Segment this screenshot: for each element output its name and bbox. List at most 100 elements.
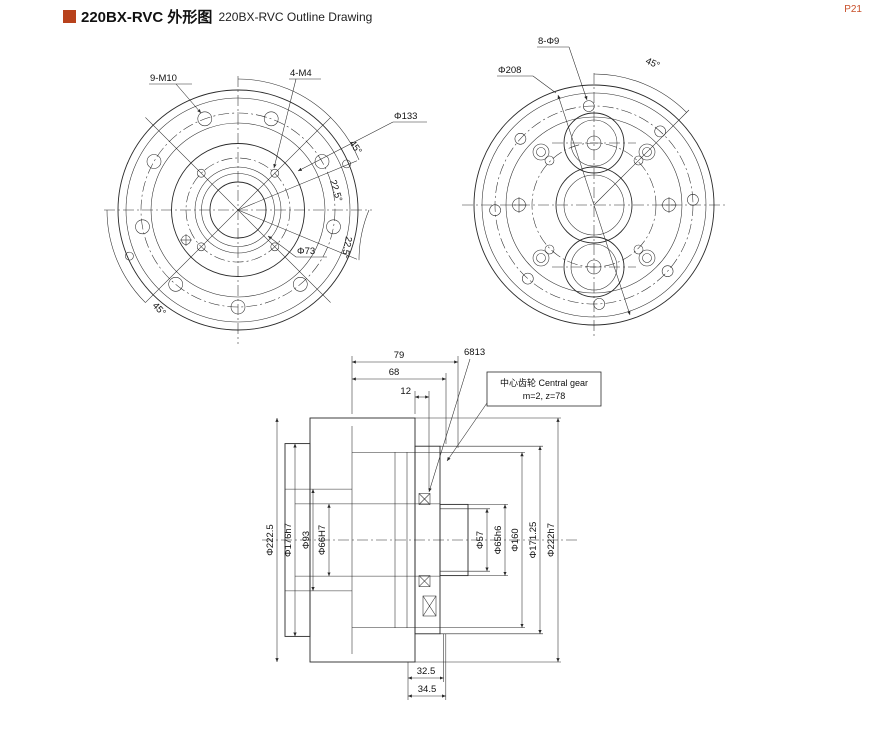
dim-d222h7-label: Φ222h7 (546, 523, 557, 557)
dim-d222-5-label: Φ222.5 (265, 524, 276, 555)
m10-bolt-hole (135, 219, 150, 235)
front-pin-hole (125, 251, 134, 261)
label-d73-leader (267, 235, 297, 258)
bearing-6813-label: 6813 (464, 347, 485, 358)
socket-screw-inner (536, 253, 546, 263)
rear-small-holes (544, 155, 644, 255)
bearing-cross-2 (418, 575, 431, 587)
title-english: 220BX-RVC Outline Drawing (218, 9, 373, 24)
m4-hole (196, 168, 206, 178)
label-8-d9: 8-Φ9 (538, 36, 559, 47)
m10-bolt-hole (168, 277, 183, 292)
small-hole (544, 155, 555, 166)
dim-d66H7-label: Φ66H7 (317, 525, 328, 555)
dim-79-label: 79 (394, 350, 405, 361)
phi9-hole (661, 265, 674, 277)
drawing-title: 220BX-RVC 外形图 220BX-RVC Outline Drawing (63, 6, 372, 27)
gear-note-line1: 中心齿轮 Central gear (500, 377, 588, 388)
rear-angle-45-label: 45° (644, 56, 662, 72)
phi9-hole (489, 204, 501, 216)
m4-hole (270, 242, 280, 252)
dim-12-label: 12 (400, 386, 411, 397)
front-angle-225-upper-label: 22.5° (327, 179, 344, 204)
label-8-d9-leader (568, 46, 588, 101)
phi9-hole (514, 133, 527, 145)
dim-d93-label: Φ93 (301, 531, 312, 549)
dim-d65h6-label: Φ65h6 (493, 526, 504, 555)
left-hub (284, 443, 311, 637)
m10-bolt-hole (326, 219, 341, 235)
label-9-m10-leader (175, 83, 202, 114)
label-d208-leader (532, 75, 557, 94)
bolt-cross-2 (422, 595, 437, 617)
m10-bolt-hole (230, 299, 246, 315)
socket-screw (532, 249, 550, 267)
front-view: 9-M10 4-M4 Φ133 Φ73 45° 22.5° 22.5° 45° (104, 68, 427, 344)
gear-note-box (486, 371, 602, 407)
front-angle-45-bottom-label: 45° (150, 300, 168, 318)
front-datum-target (180, 234, 192, 246)
bearing-section (418, 575, 431, 587)
socket-screw-inner (536, 147, 546, 157)
output-shaft (439, 503, 469, 577)
m4-hole (270, 168, 280, 178)
m10-bolt-hole (263, 111, 279, 127)
socket-screw-inner (642, 147, 652, 157)
front-22-5-line-lower (237, 209, 358, 260)
label-d133: Φ133 (394, 111, 417, 122)
bearing-6813-leader (428, 358, 471, 493)
dim-32-5-label: 32.5 (417, 666, 436, 677)
label-9-m10: 9-M10 (150, 73, 177, 84)
bolt-section (422, 595, 437, 617)
socket-screw (532, 143, 550, 161)
socket-screw-inner (642, 253, 652, 263)
label-d73: Φ73 (297, 246, 315, 257)
m10-bolt-hole (293, 277, 308, 292)
front-m4-holes (196, 168, 280, 252)
dim-d57-label: Φ57 (475, 531, 486, 549)
rear-45-line (593, 109, 690, 206)
front-22-5-line-upper (237, 160, 358, 211)
cap-bolt (422, 595, 437, 617)
front-angle-arc-225-upper (330, 117, 360, 161)
small-hole (633, 244, 644, 255)
gear-note-leader (446, 402, 488, 462)
m10-bolt-hole (146, 154, 162, 169)
bearing-section (418, 493, 431, 505)
socket-screw (638, 143, 656, 161)
small-hole (633, 155, 644, 166)
m10-bolt-hole (197, 111, 213, 127)
dim-68-label: 68 (389, 367, 400, 378)
bearing-6813-top (418, 493, 431, 505)
dim-d160-label: Φ160 (510, 528, 521, 551)
title-chinese: 220BX-RVC 外形图 (81, 9, 213, 26)
rear-side-holes (511, 197, 677, 213)
m4-hole (196, 242, 206, 252)
title-bullet-square (63, 10, 76, 23)
dim-d176h7-label: Φ176h7 (283, 523, 294, 557)
phi9-hole (687, 194, 699, 206)
rear-socket-screws (532, 143, 656, 267)
phi9-hole (522, 272, 534, 285)
front-m10-bolt-holes (135, 111, 341, 315)
m10-bolt-hole (314, 154, 330, 169)
label-d208: Φ208 (498, 65, 521, 76)
page-number: P21 (844, 4, 862, 15)
front-angle-225-lower-label: 22.5° (339, 235, 354, 259)
front-angle-arc-45-bottom (106, 209, 146, 303)
rear-angle-arc-45 (593, 73, 687, 113)
bearing-6813-bottom (418, 575, 431, 587)
gear-note-line2: m=2, z=78 (523, 391, 566, 401)
dim-34-5-label: 34.5 (418, 684, 437, 695)
label-d133-leader (297, 121, 394, 172)
socket-screw (638, 249, 656, 267)
dim-d171-25-label: Φ171.25 (528, 522, 539, 559)
small-hole (544, 244, 555, 255)
label-4-m4-leader (273, 78, 297, 169)
label-4-m4: 4-M4 (290, 68, 312, 79)
front-pin-hole (342, 159, 351, 169)
rear-view: Φ208 8-Φ9 45° (462, 36, 726, 337)
front-angle-arc-225-lower (358, 209, 370, 261)
